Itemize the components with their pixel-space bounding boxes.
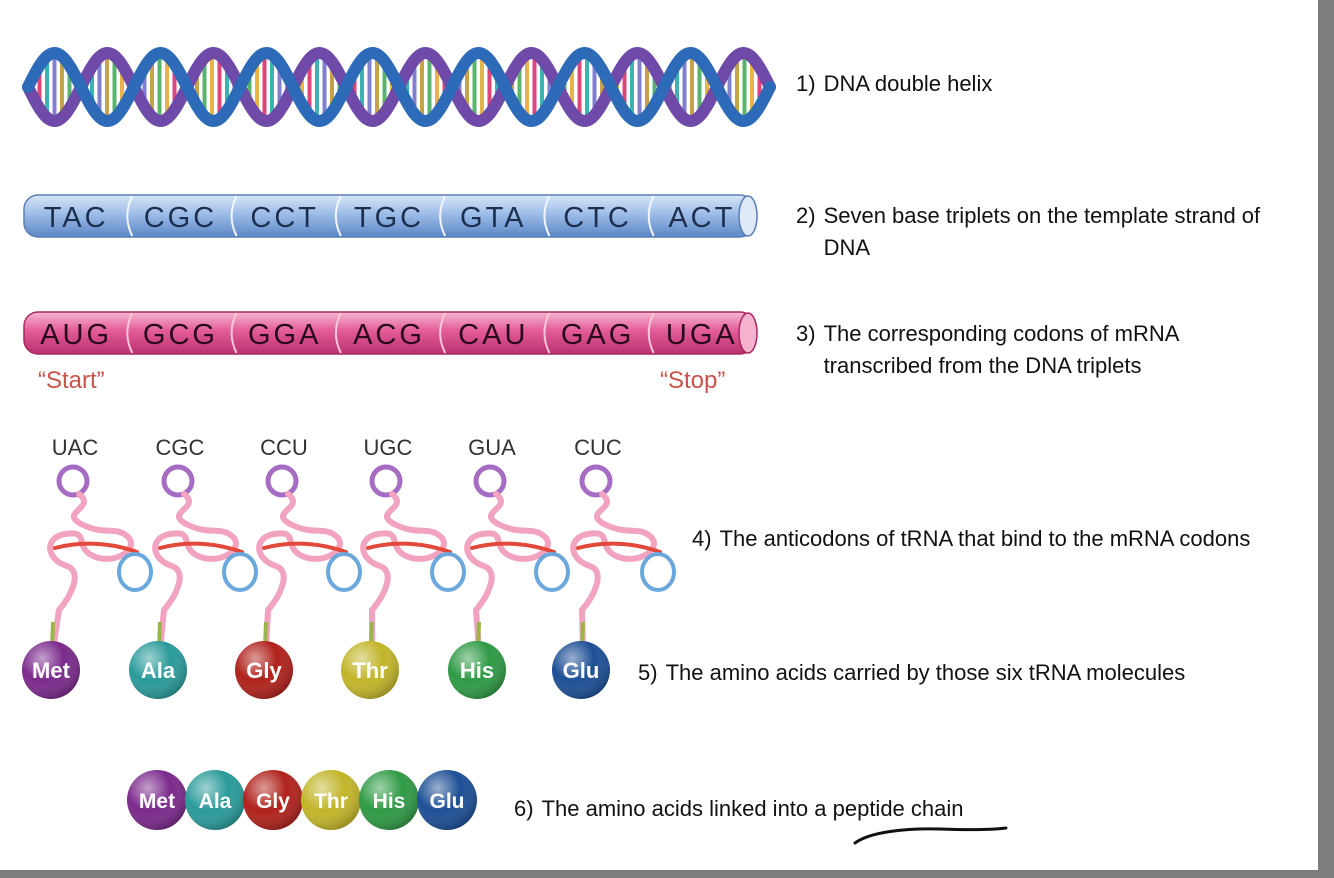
dna-triplet: CCT — [250, 202, 319, 234]
caption-text: Seven base triplets on the template stra… — [824, 200, 1284, 264]
mrna-codon: GCG — [143, 319, 218, 351]
start-codon-label: “Start” — [38, 367, 105, 394]
caption-text: The amino acids carried by those six tRN… — [666, 657, 1186, 689]
stop-codon-label: “Stop” — [660, 367, 725, 394]
dna-triplet: TAC — [44, 202, 109, 234]
trna-loop — [119, 554, 151, 590]
amino-acid-label: His — [460, 658, 494, 683]
trna-loop — [432, 554, 464, 590]
anticodon-loop — [59, 467, 87, 495]
anticodon-label: GUA — [468, 435, 516, 460]
peptide-residue-label: Ala — [199, 790, 232, 813]
mrna-strand: AUG GCG GGA ACG CAU GAG UGA — [24, 312, 757, 354]
anticodon-label: UAC — [52, 435, 99, 460]
dna-template-strand: TAC CGC CCT TGC GTA CTC ACT — [24, 195, 757, 237]
dna-triplet: ACT — [668, 202, 735, 234]
peptide-residue: Thr — [301, 770, 361, 830]
mrna-codon: GGA — [248, 319, 321, 351]
anticodon-label: UGC — [364, 435, 413, 460]
caption-number: 2) — [796, 200, 816, 264]
trna-molecule: CCU — [259, 435, 360, 650]
dna-backbone — [28, 53, 770, 121]
trna-loop — [536, 554, 568, 590]
peptide-residue: His — [359, 770, 419, 830]
caption-text: The corresponding codons of mRNA transcr… — [824, 318, 1214, 382]
caption-text: The anticodons of tRNA that bind to the … — [720, 523, 1251, 555]
amino-acid-label: Thr — [352, 658, 388, 683]
caption-text: The amino acids linked into a peptide ch… — [542, 793, 964, 825]
mrna-codon: CAU — [458, 319, 528, 351]
amino-acid-ball: Glu — [552, 641, 610, 699]
caption-5: 5) The amino acids carried by those six … — [638, 657, 1258, 689]
peptide-residue-label: Gly — [256, 790, 290, 813]
caption-1: 1) DNA double helix — [796, 68, 1296, 100]
peptide-residue: Ala — [185, 770, 245, 830]
trna-molecule: UAC — [50, 435, 151, 650]
peptide-residue: Glu — [417, 770, 477, 830]
trna-loop — [328, 554, 360, 590]
dna-triplet: CTC — [563, 202, 632, 234]
amino-acid-label: Ala — [141, 658, 176, 683]
anticodon-loop — [582, 467, 610, 495]
anticodon-label: CUC — [574, 435, 622, 460]
dna-double-helix — [28, 53, 770, 121]
amino-acid-ball: Thr — [341, 641, 399, 699]
peptide-chain: Met Ala Gly Thr His Glu — [127, 770, 477, 830]
amino-acid-label: Glu — [563, 658, 600, 683]
mrna-codon: AUG — [40, 319, 112, 351]
trna-loop — [224, 554, 256, 590]
trna-molecule: CGC — [155, 435, 256, 650]
caption-number: 4) — [692, 523, 712, 555]
mrna-codon: ACG — [353, 319, 425, 351]
anticodon-loop — [268, 467, 296, 495]
handwritten-underline — [855, 828, 1006, 843]
anticodon-label: CCU — [260, 435, 308, 460]
caption-number: 3) — [796, 318, 816, 382]
caption-text: DNA double helix — [824, 68, 993, 100]
anticodon-loop — [476, 467, 504, 495]
trna-molecule: GUA — [467, 435, 568, 650]
anticodon-loop — [372, 467, 400, 495]
dna-triplet: CGC — [144, 202, 217, 234]
peptide-residue-label: Glu — [430, 790, 465, 813]
mrna-codon: UGA — [666, 319, 738, 351]
peptide-residue: Gly — [243, 770, 303, 830]
anticodon-loop — [164, 467, 192, 495]
trna-molecules: UAC Met CGC Ala CCU Gly UGC Thr GUA His CUC Glu — [22, 435, 674, 699]
caption-6: 6) The amino acids linked into a peptide… — [514, 793, 1134, 825]
amino-acid-ball: Met — [22, 641, 80, 699]
peptide-residue-label: Met — [139, 790, 175, 813]
caption-4: 4) The anticodons of tRNA that bind to t… — [692, 523, 1312, 555]
trna-molecule: CUC — [573, 435, 674, 650]
caption-2: 2) Seven base triplets on the template s… — [796, 200, 1296, 264]
anticodon-label: CGC — [156, 435, 205, 460]
dna-triplet: TGC — [354, 202, 424, 234]
trna-molecule: UGC — [363, 435, 464, 650]
amino-acid-ball: Gly — [235, 641, 293, 699]
amino-acid-ball: Ala — [129, 641, 187, 699]
dna-triplet: GTA — [460, 202, 526, 234]
caption-number: 5) — [638, 657, 658, 689]
amino-acid-label: Met — [32, 658, 71, 683]
peptide-residue-label: Thr — [314, 790, 348, 813]
caption-3: 3) The corresponding codons of mRNA tran… — [796, 318, 1296, 382]
trna-loop — [642, 554, 674, 590]
peptide-residue: Met — [127, 770, 187, 830]
amino-acid-label: Gly — [246, 658, 282, 683]
amino-acid-ball: His — [448, 641, 506, 699]
peptide-residue-label: His — [373, 790, 406, 813]
caption-number: 1) — [796, 68, 816, 100]
mrna-codon: GAG — [561, 319, 634, 351]
caption-number: 6) — [514, 793, 534, 825]
